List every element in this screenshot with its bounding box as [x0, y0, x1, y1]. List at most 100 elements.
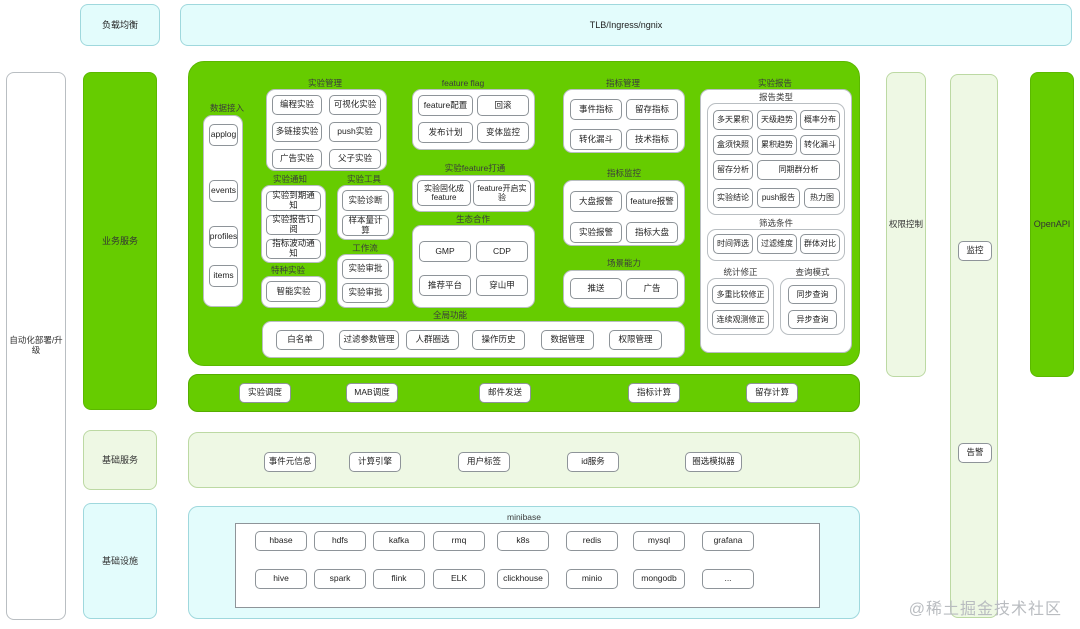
label: 推送: [587, 282, 605, 293]
experiment-tools-item-0: 实验诊断: [342, 190, 389, 211]
label: 智能实验: [276, 285, 311, 296]
feature-bridge-title: 实验feature打通: [444, 163, 506, 173]
label: 留存计算: [754, 387, 789, 398]
label: 权限管理: [618, 334, 653, 345]
report-type-item-4: 累积趋势: [757, 135, 797, 155]
label: 留存指标: [634, 103, 669, 114]
scene-item-1: 广告: [626, 278, 678, 299]
label: hive: [273, 573, 289, 584]
layer-business-label: 业务服务: [101, 235, 138, 246]
base-service-item-3: id服务: [567, 452, 619, 472]
minibase-item-r2c2: flink: [373, 569, 425, 589]
label: 异步查询: [796, 314, 829, 324]
minibase-item-r2c6: mongodb: [633, 569, 685, 589]
experiment-mgmt-item-4: 广告实验: [272, 149, 322, 169]
eco-item-0: GMP: [419, 241, 471, 262]
experiment-mgmt-item-2: 多链接实验: [272, 122, 322, 142]
label: spark: [329, 573, 351, 584]
base-service-item-4: 圈选模拟器: [685, 452, 742, 472]
global-item-5: 权限管理: [609, 330, 662, 350]
label: 实验固化成feature: [424, 183, 464, 202]
label: feature开启实验: [477, 183, 527, 202]
special-experiment-item-0: 智能实验: [266, 281, 321, 302]
report-type-item-8: 实验结论: [713, 188, 753, 208]
label: 多天累积: [717, 115, 749, 125]
label: 发布计划: [428, 126, 463, 137]
label: 用户标签: [466, 456, 501, 467]
metric-mgmt-title: 指标管理: [605, 78, 640, 88]
minibase-item-r2c4: clickhouse: [497, 569, 549, 589]
label: 转化漏斗: [578, 133, 613, 144]
layer-infrastructure-label: 基础设施: [101, 555, 138, 566]
layer-infrastructure: 基础设施: [83, 503, 157, 619]
scene-title: 场景能力: [606, 258, 641, 268]
label: 广告: [643, 282, 661, 293]
report-filter-title: 筛选条件: [758, 218, 793, 228]
label: 多重比较修正: [716, 289, 765, 299]
feature-bridge-item-1: feature开启实验: [473, 180, 531, 206]
scene-item-0: 推送: [570, 278, 622, 299]
label: grafana: [713, 535, 743, 546]
label: push报告: [761, 193, 796, 203]
service-band-item-3: 指标计算: [628, 383, 680, 403]
label: 编程实验: [279, 99, 314, 110]
label: ELK: [450, 573, 468, 584]
eco-item-2: 推荐平台: [419, 275, 471, 296]
global-item-1: 过滤参数管理: [339, 330, 399, 350]
service-band-item-4: 留存计算: [746, 383, 798, 403]
label: profiles: [209, 231, 238, 242]
label: flink: [391, 573, 407, 584]
label: 实验审批: [348, 287, 383, 298]
openapi-label: OpenAPI: [1033, 219, 1071, 230]
label: 概率分布: [804, 115, 836, 125]
minibase-item-r2c1: spark: [314, 569, 366, 589]
label: k8s: [516, 535, 530, 546]
report-filter-item-0: 时间筛选: [713, 234, 753, 254]
label: 大盘报警: [578, 195, 613, 206]
label: 白名单: [287, 334, 313, 345]
label: 操作历史: [481, 334, 516, 345]
minibase-item-r2c0: hive: [255, 569, 307, 589]
experiment-mgmt-item-3: push实验: [329, 122, 381, 142]
label: 可视化实验: [333, 99, 377, 110]
label: 时间筛选: [717, 239, 749, 249]
layer-business-service: 业务服务: [83, 72, 157, 410]
service-band-item-1: MAB调度: [346, 383, 398, 403]
minibase-item-r1c7: grafana: [702, 531, 754, 551]
data-access-item-events: events: [209, 180, 238, 202]
metric-monitor-title: 指标监控: [606, 168, 641, 178]
data-access-item-items: items: [209, 265, 238, 287]
experiment-notice-item-2: 指标波动通知: [266, 238, 321, 259]
label: mysql: [647, 535, 671, 546]
permission-label: 权限控制: [888, 218, 923, 229]
minibase-item-r1c5: redis: [566, 531, 618, 551]
label: 群体对比: [804, 239, 836, 249]
workflow-item-0: 实验审批: [342, 259, 389, 279]
permission-rail: 权限控制: [886, 72, 926, 377]
minibase-item-r1c0: hbase: [255, 531, 307, 551]
label: 实验报告订阅: [272, 214, 315, 234]
report-filter-item-2: 群体对比: [800, 234, 840, 254]
stats-fix-item-0: 多重比较修正: [712, 285, 769, 304]
experiment-mgmt-item-1: 可视化实验: [329, 95, 381, 115]
label: hbase: [269, 535, 293, 546]
label: 穿山甲: [489, 279, 515, 290]
global-item-3: 操作历史: [472, 330, 525, 350]
label: 同期群分析: [778, 165, 819, 175]
report-type-item-3: 盒须快照: [713, 135, 753, 155]
label: 热力图: [810, 193, 834, 203]
label: 过滤参数管理: [343, 334, 395, 345]
metric-mgmt-item-3: 技术指标: [626, 129, 678, 150]
label: 事件指标: [578, 103, 613, 114]
gateway-label: TLB/Ingress/ngnix: [589, 19, 663, 30]
global-item-4: 数据管理: [541, 330, 594, 350]
minibase-item-r1c6: mysql: [633, 531, 685, 551]
label: minio: [581, 573, 603, 584]
label: 数据管理: [550, 334, 585, 345]
minibase-item-r1c3: rmq: [433, 531, 485, 551]
label: CDP: [493, 245, 511, 256]
eco-title: 生态合作: [455, 214, 490, 224]
experiment-notice-item-1: 实验报告订阅: [266, 214, 321, 235]
base-service-item-1: 计算引擎: [349, 452, 401, 472]
